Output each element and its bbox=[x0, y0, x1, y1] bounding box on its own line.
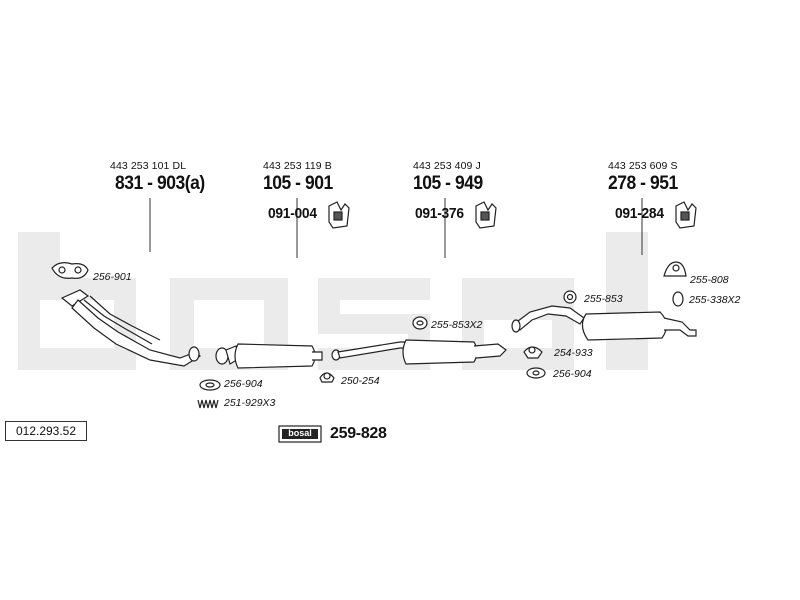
ring-front-icon bbox=[199, 379, 221, 391]
spring-icon bbox=[197, 399, 219, 409]
hanger-number-4: 091-284 bbox=[615, 205, 664, 222]
label-clamp-center: 254-933 bbox=[554, 347, 593, 359]
label-clamp-mid: 250-254 bbox=[341, 375, 380, 387]
watermark-l bbox=[606, 232, 648, 370]
rear-silencer bbox=[511, 305, 697, 341]
clamp-center-icon bbox=[523, 346, 543, 359]
small-parts bbox=[197, 261, 687, 409]
clamp-rear-icon bbox=[412, 316, 428, 330]
part-number-1: 831 - 903(a) bbox=[115, 173, 205, 194]
oem-number-4: 443 253 609 S bbox=[608, 160, 678, 172]
hanger-icons bbox=[328, 201, 697, 229]
centre-silencer bbox=[331, 339, 507, 365]
kit-box bbox=[278, 425, 322, 443]
part-number-4: 278 - 951 bbox=[608, 173, 678, 194]
part-number-3: 105 - 949 bbox=[413, 173, 483, 194]
oem-number-2: 443 253 119 B bbox=[263, 160, 332, 172]
clip-tail-icon bbox=[672, 291, 684, 307]
label-clamp-rear: 255-853X2 bbox=[431, 319, 483, 331]
label-ring-front: 256-904 bbox=[224, 378, 263, 390]
label-clamp-tail: 255-853 bbox=[584, 293, 623, 305]
hanger-icon-2 bbox=[475, 201, 497, 229]
oem-number-3: 443 253 409 J bbox=[413, 160, 481, 172]
ring-center-icon bbox=[526, 367, 546, 379]
hanger-number-3: 091-376 bbox=[415, 205, 464, 222]
hanger-icon-1 bbox=[328, 201, 350, 229]
front-pipe bbox=[60, 289, 201, 367]
kit-brand: bosal bbox=[288, 428, 312, 438]
clamp-mid-icon bbox=[319, 372, 335, 383]
oem-number-1: 443 253 101 DL bbox=[110, 160, 187, 172]
label-spring: 251-929X3 bbox=[224, 397, 276, 409]
hanger-icon-3 bbox=[675, 201, 697, 229]
label-clip-tail: 255-338X2 bbox=[689, 294, 741, 306]
watermark-o-hole bbox=[194, 300, 264, 348]
hanger-number-2: 091-004 bbox=[268, 205, 317, 222]
label-rubber-tail: 255-808 bbox=[690, 274, 729, 286]
label-gasket-front: 256-901 bbox=[93, 271, 132, 283]
clamp-tail-icon bbox=[563, 290, 577, 304]
rubber-tail-icon bbox=[663, 261, 687, 277]
part-number-2: 105 - 901 bbox=[263, 173, 333, 194]
watermark-s-cut1 bbox=[340, 300, 430, 314]
catalog-ref: 012.293.52 bbox=[5, 421, 87, 441]
kit-number: 259-828 bbox=[330, 425, 387, 442]
label-ring-center: 256-904 bbox=[553, 368, 592, 380]
gasket-front bbox=[51, 262, 89, 279]
leader-lines bbox=[149, 198, 643, 258]
middle-silencer bbox=[215, 343, 323, 369]
